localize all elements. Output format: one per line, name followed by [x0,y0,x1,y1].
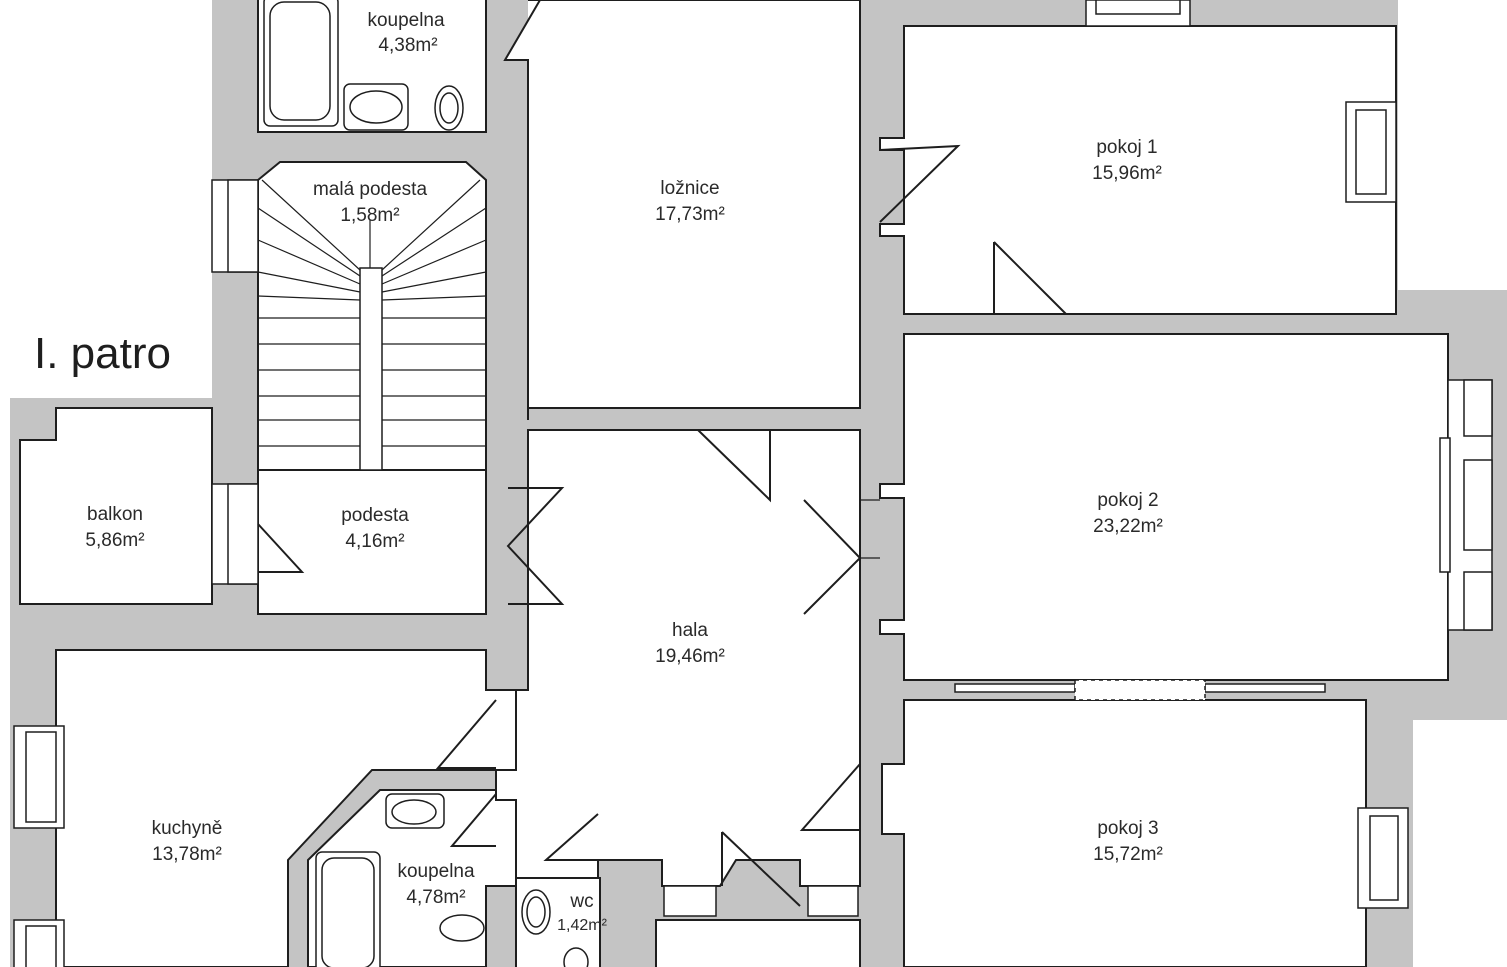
room-area: 15,72m² [1093,844,1163,865]
room-name: malá podesta [313,179,428,200]
room-podesta [257,469,487,615]
room-area: 5,86m² [85,530,144,551]
staircase [257,179,487,471]
room-balkon [19,407,213,605]
room-corridor-bottom [655,919,861,967]
room-area: 19,46m² [655,646,725,667]
room-name: pokoj 2 [1097,490,1158,511]
plan-title: I. patro [34,329,171,378]
room-pokoj-1 [879,25,1397,315]
doors [257,144,1067,907]
room-name: koupelna [367,10,445,31]
room-area: 17,73m² [655,204,725,225]
room-name: pokoj 3 [1097,818,1158,839]
room-pokoj-2 [879,333,1449,681]
room-name: balkon [87,504,143,525]
room-name: ložnice [660,178,719,199]
room-area: 1,42m² [557,917,607,934]
room-area: 23,22m² [1093,516,1163,537]
room-area: 15,96m² [1092,163,1162,184]
room-pokoj-3 [881,699,1367,967]
room-name: koupelna [397,861,475,882]
room-area: 4,38m² [378,35,437,56]
room-area: 13,78m² [152,844,222,865]
room-labels: I. patro koupelna 4,38m² malá podesta 1,… [34,10,1163,934]
room-name: pokoj 1 [1096,137,1157,158]
fixtures [263,0,589,967]
windows [13,0,1493,967]
room-name: podesta [341,505,409,526]
room-kuchyne [55,649,517,967]
room-area: 4,16m² [345,531,404,552]
toilet-icon [439,914,485,942]
room-name: hala [672,620,708,641]
room-area: 1,58m² [340,205,399,226]
room-name: wc [569,891,593,912]
room-area: 4,78m² [406,887,465,908]
room-loznice [503,0,861,420]
room-name: kuchyně [152,818,223,839]
